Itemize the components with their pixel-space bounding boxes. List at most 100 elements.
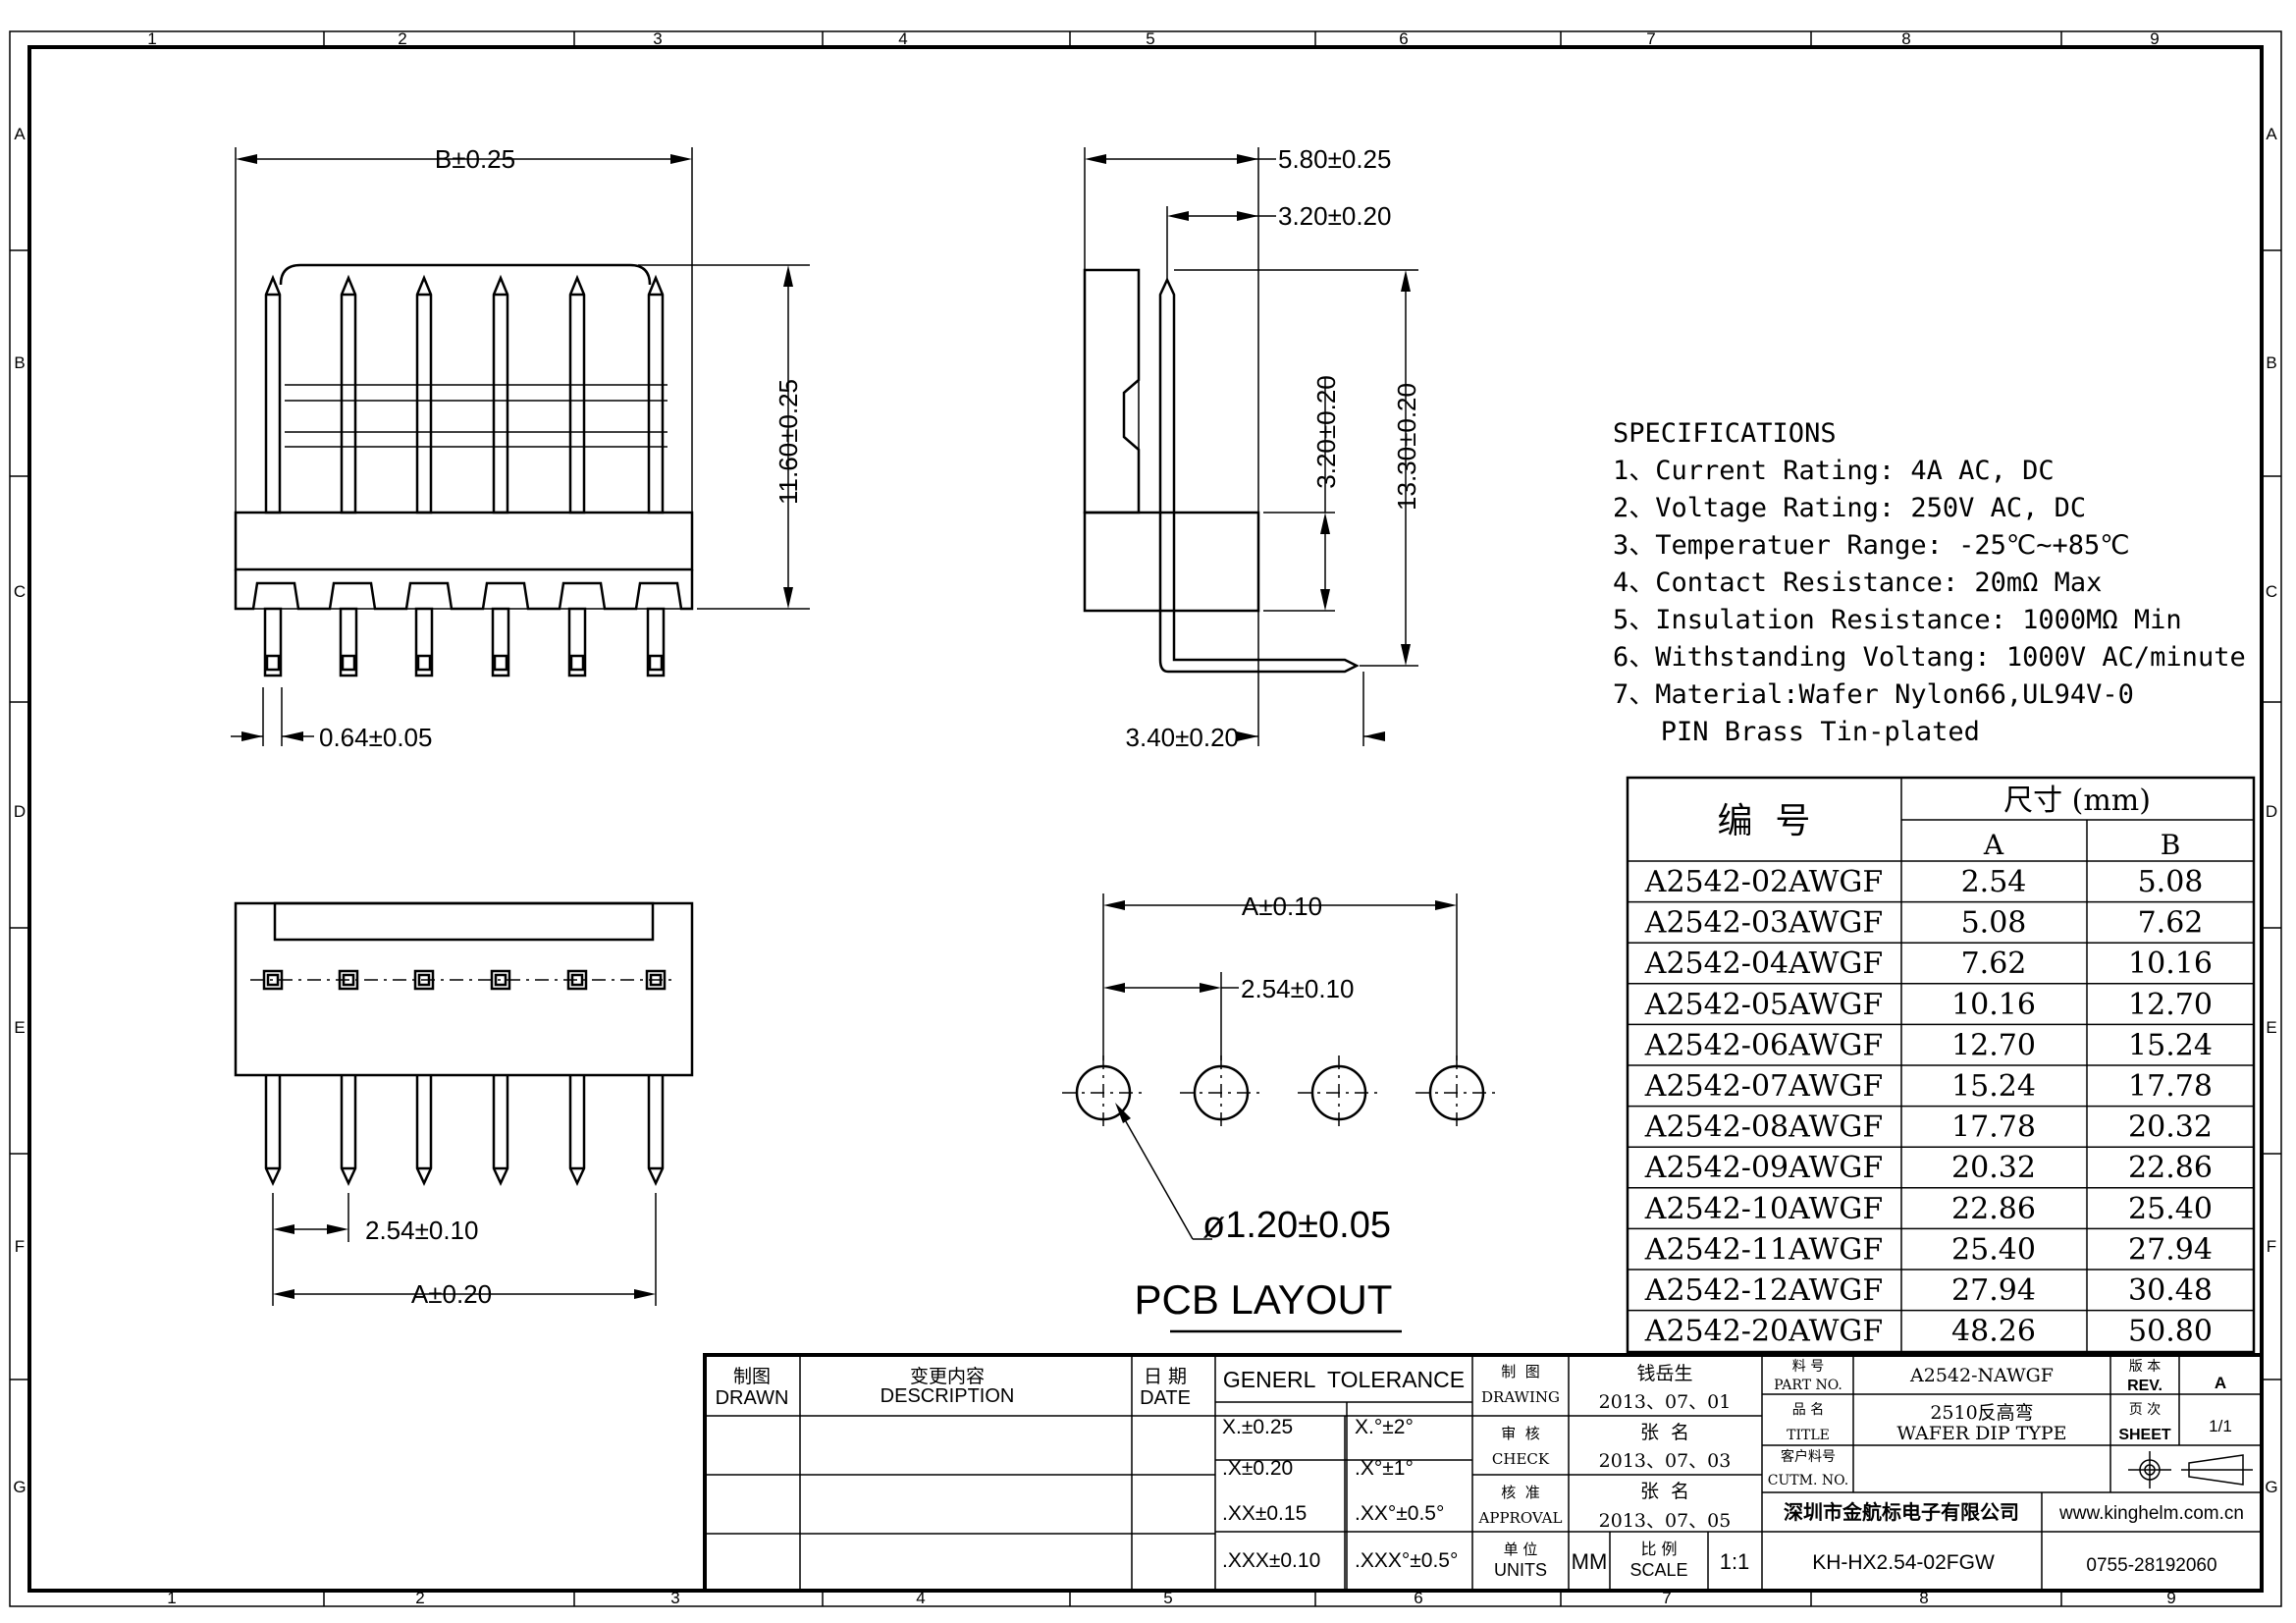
units-value: MM <box>1572 1549 1608 1574</box>
sheet-en: SHEET <box>2118 1427 2171 1443</box>
tolerance-linear-3: .XX±0.15 <box>1222 1502 1307 1525</box>
table-cell-a: 17.78 <box>1951 1110 2036 1145</box>
table-cell-a: 25.40 <box>1951 1232 2036 1267</box>
tolerance-title: GENERL TOLERANCE <box>1223 1367 1465 1392</box>
row-left-A: A <box>14 125 26 143</box>
col-top-9: 9 <box>2150 29 2159 48</box>
side-dim-depth: 5.80±0.25 <box>1278 144 1391 174</box>
table-cell-part: A2542-12AWGF <box>1644 1273 1883 1308</box>
table-cell-part: A2542-05AWGF <box>1644 988 1883 1022</box>
cust-no-cn: 客户料号 <box>1781 1448 1836 1465</box>
spec-line-7: 7、Material:Wafer Nylon66,UL94V-0 <box>1613 679 2134 710</box>
bottom-pin <box>647 1075 665 1186</box>
side-dim-pin-offset: 3.20±0.20 <box>1278 201 1391 231</box>
table-cell-part: A2542-04AWGF <box>1644 947 1883 981</box>
table-cell-part: A2542-02AWGF <box>1644 865 1883 899</box>
front-pin <box>647 274 665 514</box>
row-left-C: C <box>14 582 26 601</box>
table-cell-a: 10.16 <box>1951 988 2036 1022</box>
front-dim-height: 11.60±0.25 <box>774 379 803 505</box>
col-bottom-4: 4 <box>916 1589 925 1607</box>
bottom-pin <box>340 1075 357 1186</box>
row-left-D: D <box>14 802 26 821</box>
table-cell-b: 27.94 <box>2128 1232 2213 1267</box>
table-cell-b: 15.24 <box>2128 1028 2213 1062</box>
spec-line-5: 5、Insulation Resistance: 1000MΩ Min <box>1613 605 2182 635</box>
table-cell-b: 30.48 <box>2128 1273 2213 1308</box>
front-pin-tail <box>491 607 510 677</box>
front-dim-pin: 0.64±0.05 <box>319 723 432 752</box>
drawing-cn: 制 图 <box>1501 1363 1540 1380</box>
bottom-pin-mark <box>566 969 588 991</box>
date-cn: 日 期 <box>1144 1366 1187 1387</box>
check-date: 2013、07、03 <box>1599 1450 1732 1472</box>
table-cell-a: 15.24 <box>1951 1069 2036 1104</box>
table-cell-a: 20.32 <box>1951 1151 2036 1185</box>
approval-cn: 核 准 <box>1501 1484 1540 1501</box>
row-left-G: G <box>13 1478 26 1496</box>
company-phone: 0755-28192060 <box>2086 1555 2216 1576</box>
title-en: TITLE <box>1787 1428 1830 1443</box>
col-top-5: 5 <box>1146 29 1154 48</box>
side-view: 5.80±0.25 3.20±0.20 3.20±0.20 13.30±0.20… <box>1083 144 1421 752</box>
front-pin-tail <box>339 607 358 677</box>
table-cell-b: 25.40 <box>2128 1192 2213 1226</box>
row-right-A: A <box>2266 125 2277 143</box>
pcb-layout: A±0.10 2.54±0.10 ø1.20±0.05 PCB LAYOUT <box>1062 892 1498 1333</box>
cust-no-en: CUTM. NO. <box>1768 1473 1848 1488</box>
front-pin-tail <box>567 607 587 677</box>
row-right-G: G <box>2265 1478 2277 1496</box>
row-right-F: F <box>2267 1237 2276 1256</box>
approval-en: APPROVAL <box>1478 1509 1563 1527</box>
bottom-dim-pitch: 2.54±0.10 <box>365 1216 478 1245</box>
row-left-E: E <box>14 1018 25 1037</box>
col-top-8: 8 <box>1901 29 1910 48</box>
rev-value: A <box>2215 1374 2226 1392</box>
col-top-2: 2 <box>398 29 406 48</box>
inner-border <box>27 45 2264 1593</box>
pcb-dim-span: A±0.10 <box>1242 892 1322 921</box>
table-cell-b: 50.80 <box>2128 1315 2213 1349</box>
tolerance-linear-1: X.±0.25 <box>1222 1416 1293 1438</box>
part-no-cn: 料 号 <box>1792 1359 1824 1375</box>
col-bottom-7: 7 <box>1662 1589 1671 1607</box>
part-no-value: A2542-NAWGF <box>1909 1365 2054 1386</box>
tolerance-angular-4: .XXX°±0.5° <box>1355 1549 1458 1572</box>
border-column-ticks <box>10 31 2281 1606</box>
bottom-pin <box>415 1075 433 1186</box>
check-cn: 审 核 <box>1501 1425 1540 1442</box>
drawing-name: 钱岳生 <box>1636 1363 1692 1384</box>
spec-title: SPECIFICATIONS <box>1613 418 1837 449</box>
rev-en: REV. <box>2127 1378 2163 1394</box>
table-header-size: 尺寸 (mm) <box>2003 784 2151 818</box>
units-en: UNITS <box>1494 1560 1547 1580</box>
row-right-B: B <box>2266 353 2276 372</box>
spec-line-6: 6、Withstanding Voltang: 1000V AC/minute <box>1613 642 2246 673</box>
bottom-pin-mark <box>338 969 359 991</box>
front-pin <box>340 274 357 514</box>
tolerance-angular-2: .X°±1° <box>1355 1457 1414 1480</box>
tolerance-linear-2: .X±0.20 <box>1222 1457 1293 1480</box>
table-cell-part: A2542-20AWGF <box>1644 1315 1883 1349</box>
front-pin <box>568 274 586 514</box>
scale-cn: 比 例 <box>1640 1540 1677 1558</box>
col-bottom-6: 6 <box>1414 1589 1422 1607</box>
table-cell-part: A2542-06AWGF <box>1644 1028 1883 1062</box>
table-cell-b: 10.16 <box>2128 947 2213 981</box>
drawing-number: KH-HX2.54-02FGW <box>1812 1551 1995 1574</box>
title-block: 制图 DRAWN 变更内容 DESCRIPTION 日 期 DATE GENER… <box>703 1353 2264 1593</box>
specifications: SPECIFICATIONS 1、Current Rating: 4A AC, … <box>1613 418 2246 747</box>
drawing-en: DRAWING <box>1481 1388 1560 1406</box>
table-cell-b: 5.08 <box>2138 865 2204 899</box>
spec-line-4: 4、Contact Resistance: 20mΩ Max <box>1613 568 2102 598</box>
col-bottom-8: 8 <box>1919 1589 1928 1607</box>
pcb-dim-pitch: 2.54±0.10 <box>1241 974 1354 1003</box>
bottom-pin <box>568 1075 586 1186</box>
tolerance-angular-1: X.°±2° <box>1355 1416 1414 1438</box>
side-dim-lower-height: 3.20±0.20 <box>1311 375 1341 488</box>
spec-line-2: 2、Voltage Rating: 250V AC, DC <box>1613 493 2086 523</box>
front-view: B±0.25 11.60±0.25 0.64±0.05 <box>231 144 810 752</box>
bottom-pin-mark <box>262 969 284 991</box>
side-dim-total-height: 13.30±0.20 <box>1392 383 1421 511</box>
